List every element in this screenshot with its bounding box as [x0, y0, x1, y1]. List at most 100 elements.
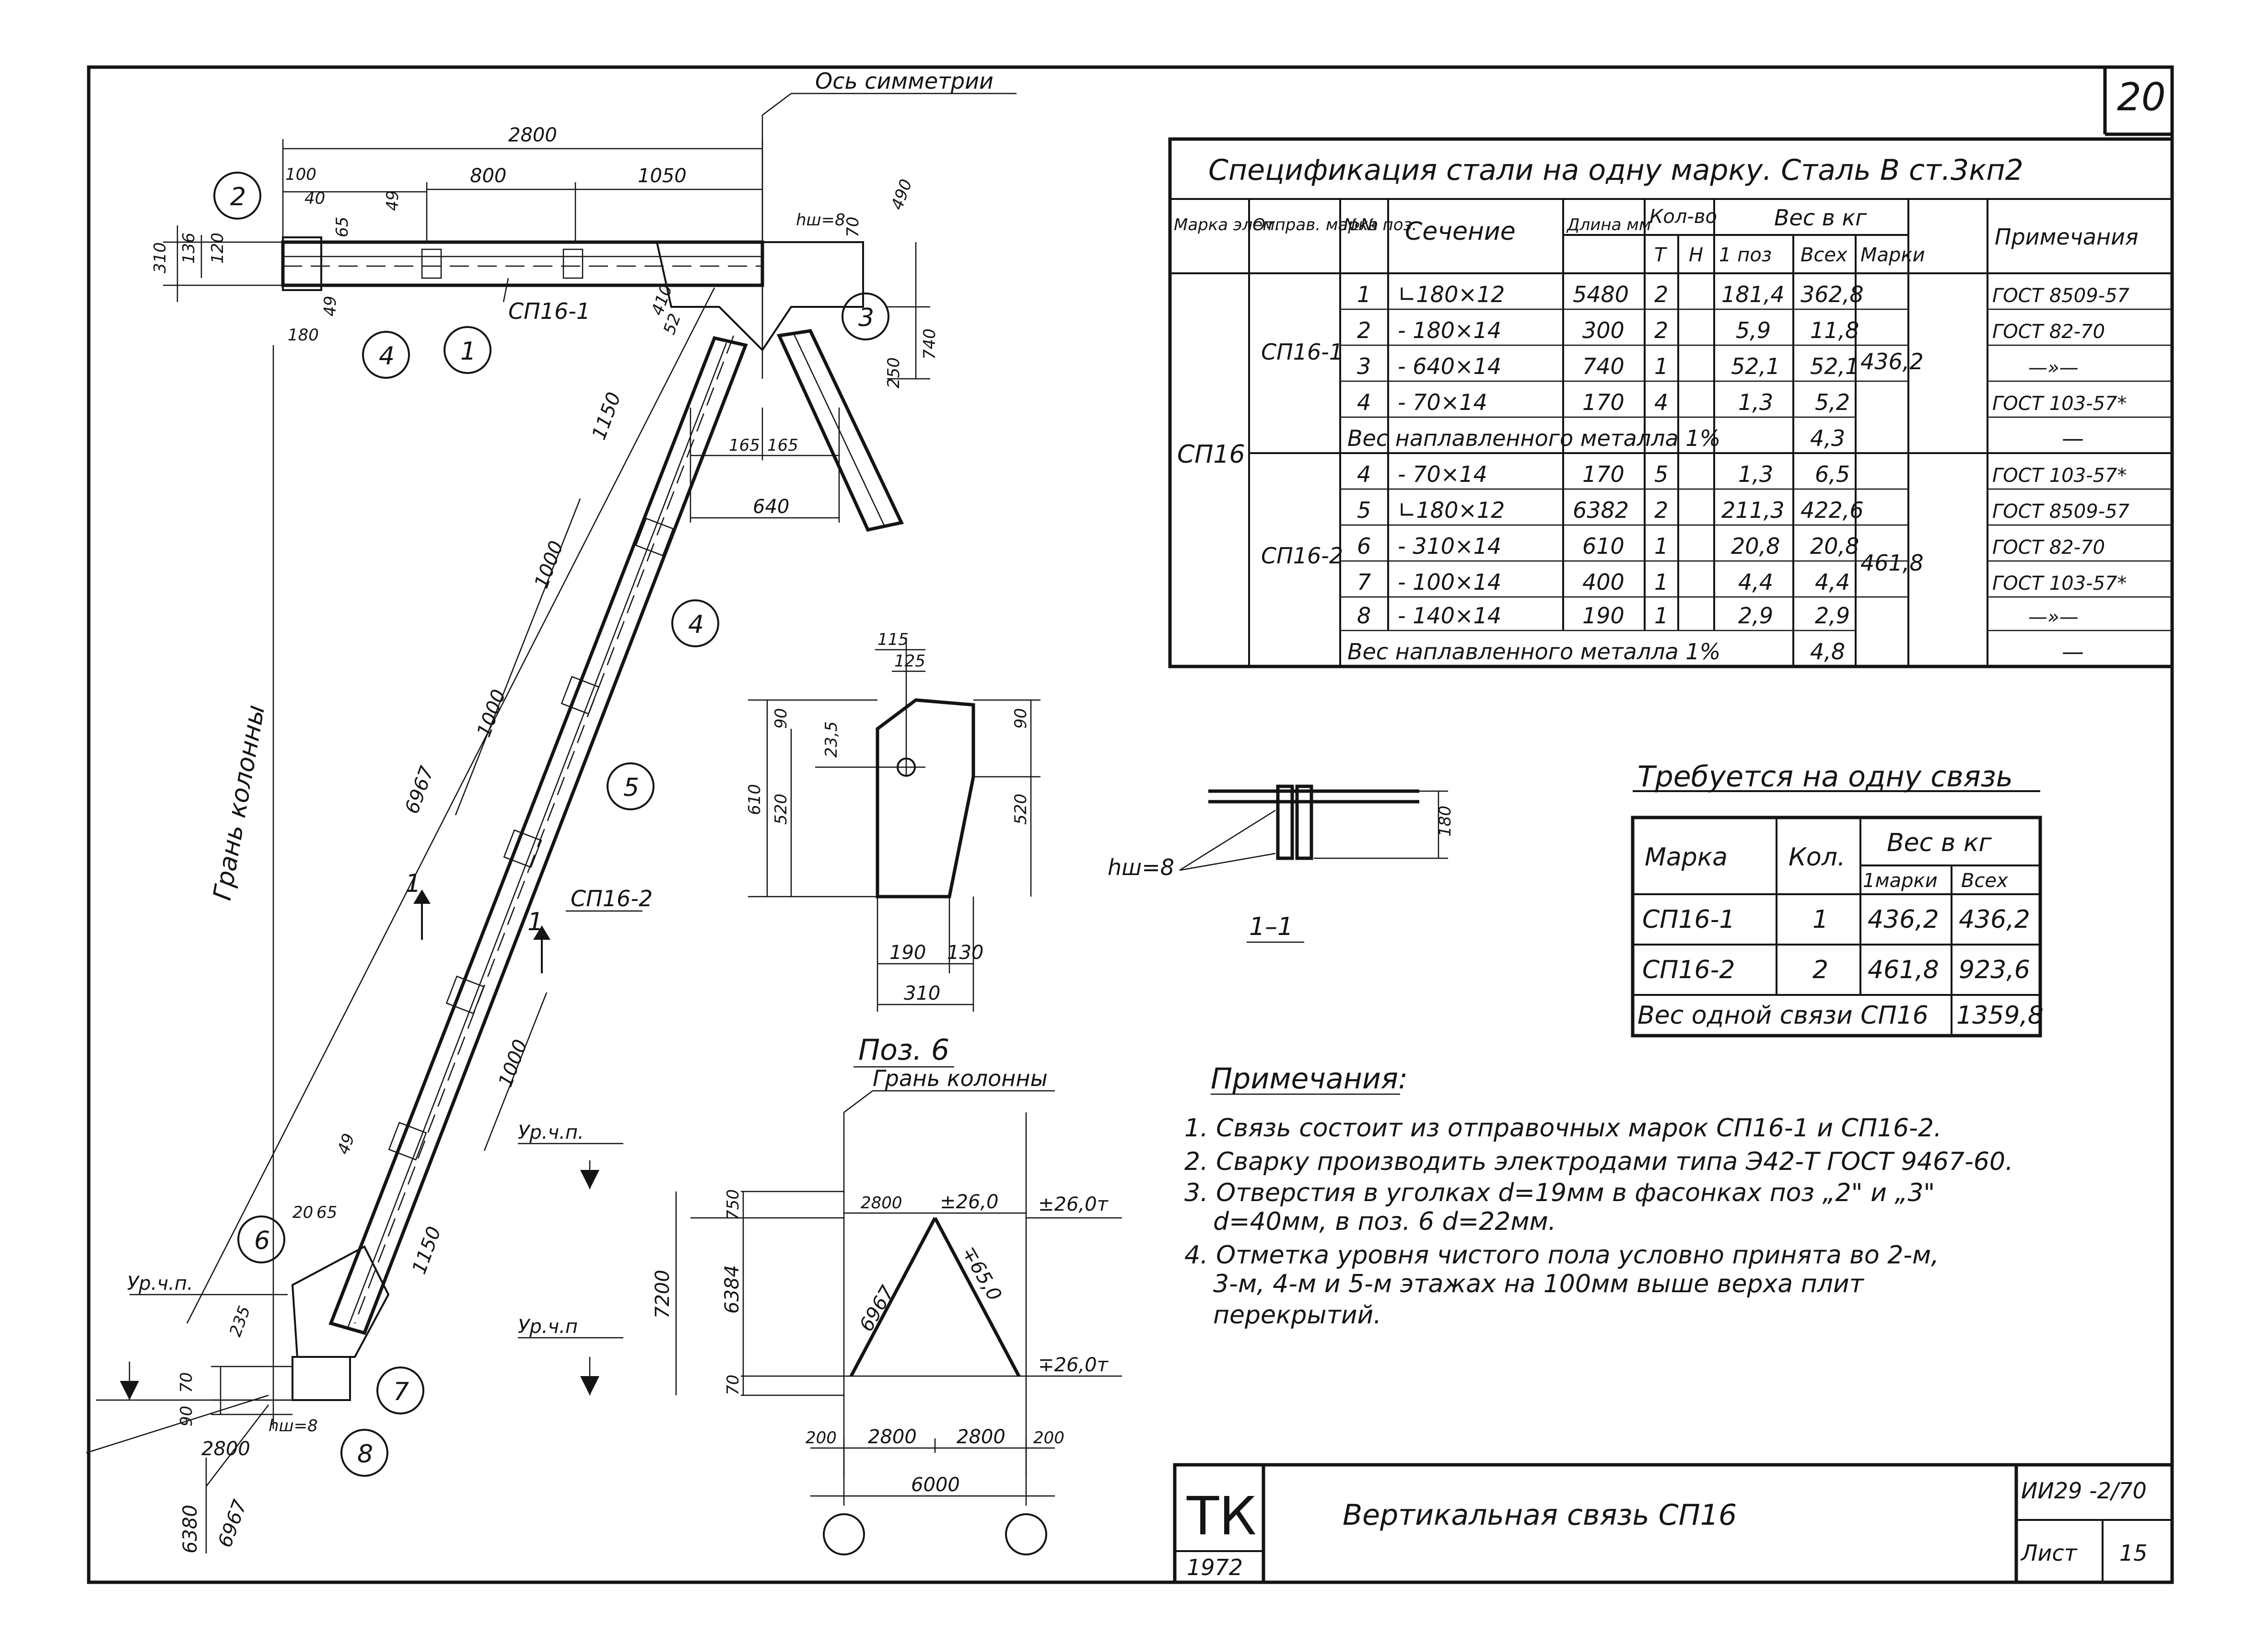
svg-text:—: —	[2062, 425, 2084, 451]
dim-text: 800	[470, 165, 506, 187]
svg-text:∟180×12: ∟180×12	[1398, 281, 1505, 307]
svg-text:4,4: 4,4	[1738, 569, 1773, 595]
svg-text:52,1: 52,1	[1731, 353, 1780, 379]
level-label: Ур.ч.п.	[127, 1273, 193, 1295]
dim-text: 1000	[494, 1037, 532, 1090]
dim-text: 65	[333, 217, 352, 237]
spec-row: 7 - 100×14 400 1 4,4 4,4 ГОСТ 103-57*	[1357, 569, 2127, 595]
dim-text: 130	[947, 942, 983, 964]
svg-text:—»—: —»—	[2028, 357, 2079, 379]
scheme-view	[518, 1090, 1122, 1555]
svg-text:170: 170	[1582, 389, 1625, 415]
svg-text:∟180×12: ∟180×12	[1398, 497, 1505, 523]
dim-text: 23,5	[822, 721, 841, 758]
spec-header-mark-elem: Марка элем.	[1174, 215, 1280, 234]
spec-header-section: Сечение	[1405, 217, 1516, 246]
svg-text:2: 2	[1654, 317, 1668, 343]
section-weld: hш=8	[1108, 854, 1174, 880]
svg-text:190: 190	[1582, 603, 1625, 629]
svg-text:52,1: 52,1	[1810, 353, 1859, 379]
svg-text:1: 1	[1654, 603, 1668, 629]
dim-text: 410	[648, 282, 677, 318]
dim-text: 180	[288, 326, 319, 345]
dim-text: 90	[177, 1406, 196, 1426]
spec-row: 6 - 310×14 610 1 20,8 20,8 ГОСТ 82-70	[1357, 533, 2105, 559]
svg-text:- 70×14: - 70×14	[1398, 461, 1487, 487]
svg-text:5480: 5480	[1573, 281, 1629, 307]
svg-text:ГОСТ 82-70: ГОСТ 82-70	[1992, 537, 2105, 559]
svg-text:5: 5	[1654, 461, 1668, 487]
req-table-title: Требуется на одну связь	[1637, 760, 2013, 794]
scheme-level2: Ур.ч.п	[518, 1316, 578, 1338]
dim-text: hш=8	[796, 210, 845, 230]
spec-row: 5 ∟180×12 6382 2 211,3 422,6 ГОСТ 8509-5…	[1357, 497, 2130, 523]
svg-text:1: 1	[460, 337, 476, 366]
section-caption: 1–1	[1249, 912, 1293, 941]
spec-header-pos: №№ поз.	[1343, 215, 1417, 234]
scheme-bottom-level-t: ∓26,0т	[1038, 1354, 1109, 1376]
callout-bubble: 4	[671, 599, 719, 647]
spec-row: 3 - 640×14 740 1 52,1 52,1 —»—	[1357, 353, 2079, 379]
callout-bubble: 7	[376, 1367, 424, 1414]
svg-text:4,4: 4,4	[1815, 569, 1850, 595]
dim-text: 200	[1033, 1428, 1064, 1448]
spec-header-qty: Кол-во	[1649, 206, 1717, 228]
spec-header-ship-mark: Отправ. марка	[1252, 215, 1378, 234]
svg-text:436,2: 436,2	[1959, 905, 2030, 934]
callout-bubble: 8	[340, 1429, 388, 1477]
svg-text:4: 4	[688, 610, 704, 639]
scheme-top-level: ±26,0	[940, 1191, 999, 1213]
callout-bubble: 3	[842, 292, 889, 340]
svg-text:5,2: 5,2	[1815, 389, 1850, 415]
svg-text:1: 1	[1654, 533, 1668, 559]
spec-row: 4 - 70×14 170 4 1,3 5,2 ГОСТ 103-57*	[1357, 389, 2127, 415]
page-number: 20	[2117, 75, 2166, 119]
svg-text:ГОСТ 103-57*: ГОСТ 103-57*	[1992, 393, 2127, 415]
svg-text:1: 1	[1654, 353, 1668, 379]
dim-text: 70	[177, 1372, 196, 1393]
req-header-w-one: 1марки	[1863, 870, 1938, 892]
svg-text:ГОСТ 103-57*: ГОСТ 103-57*	[1992, 572, 2127, 595]
scheme-top-level-t: ±26,0т	[1038, 1193, 1109, 1215]
svg-text:7: 7	[393, 1378, 409, 1406]
dim-text: 70	[724, 1375, 743, 1395]
spec-weld-row: Вес наплавленного металла 1% 4,3 —	[1347, 425, 2084, 451]
svg-text:6: 6	[1357, 533, 1371, 559]
mark-sp16-2: СП16-2	[571, 886, 653, 911]
callout-bubble: 1	[444, 326, 491, 374]
dim-text: 190	[889, 942, 926, 964]
note-item: d=40мм, в поз. 6 d=22мм.	[1213, 1207, 1556, 1236]
svg-text:1,3: 1,3	[1738, 461, 1773, 487]
req-header-weight: Вес в кг	[1887, 829, 1992, 857]
dim-text: 200	[806, 1428, 837, 1448]
dim-text: 7200	[652, 1270, 674, 1319]
svg-text:7: 7	[1357, 569, 1371, 595]
dim-text: 750	[724, 1189, 743, 1220]
callout-bubble: 6	[237, 1215, 285, 1263]
req-total-label: Вес одной связи СП16	[1637, 1001, 1929, 1030]
dim-text: 20	[292, 1203, 313, 1222]
spec-table	[1168, 137, 2174, 668]
req-header-mark: Марка	[1645, 843, 1728, 872]
req-row: СП16-2 2 461,8 923,6	[1642, 956, 2030, 984]
dim-text: 125	[894, 652, 925, 671]
svg-text:ГОСТ 103-57*: ГОСТ 103-57*	[1992, 465, 2127, 487]
dim-text: 6380	[179, 1505, 201, 1554]
svg-text:- 180×14: - 180×14	[1398, 317, 1501, 343]
svg-text:1: 1	[1812, 905, 1828, 934]
svg-text:5,9: 5,9	[1736, 317, 1771, 343]
svg-text:170: 170	[1582, 461, 1625, 487]
dim-text: 165	[729, 436, 760, 455]
spec-row: 8 - 140×14 190 1 2,9 2,9 —»—	[1357, 603, 2079, 629]
svg-text:181,4: 181,4	[1721, 281, 1785, 307]
dim-text: 2800	[201, 1438, 250, 1460]
spec-header-w-one: 1 поз	[1719, 244, 1772, 266]
svg-text:923,6: 923,6	[1959, 956, 2030, 984]
svg-text:2: 2	[1357, 317, 1371, 343]
svg-text:СП16-1: СП16-1	[1642, 905, 1735, 934]
dim-text: 70	[843, 217, 863, 237]
pos6-view	[748, 638, 1040, 1068]
svg-text:461,8: 461,8	[1868, 956, 1939, 984]
svg-text:- 140×14: - 140×14	[1398, 603, 1501, 629]
svg-text:11,8: 11,8	[1810, 317, 1859, 343]
